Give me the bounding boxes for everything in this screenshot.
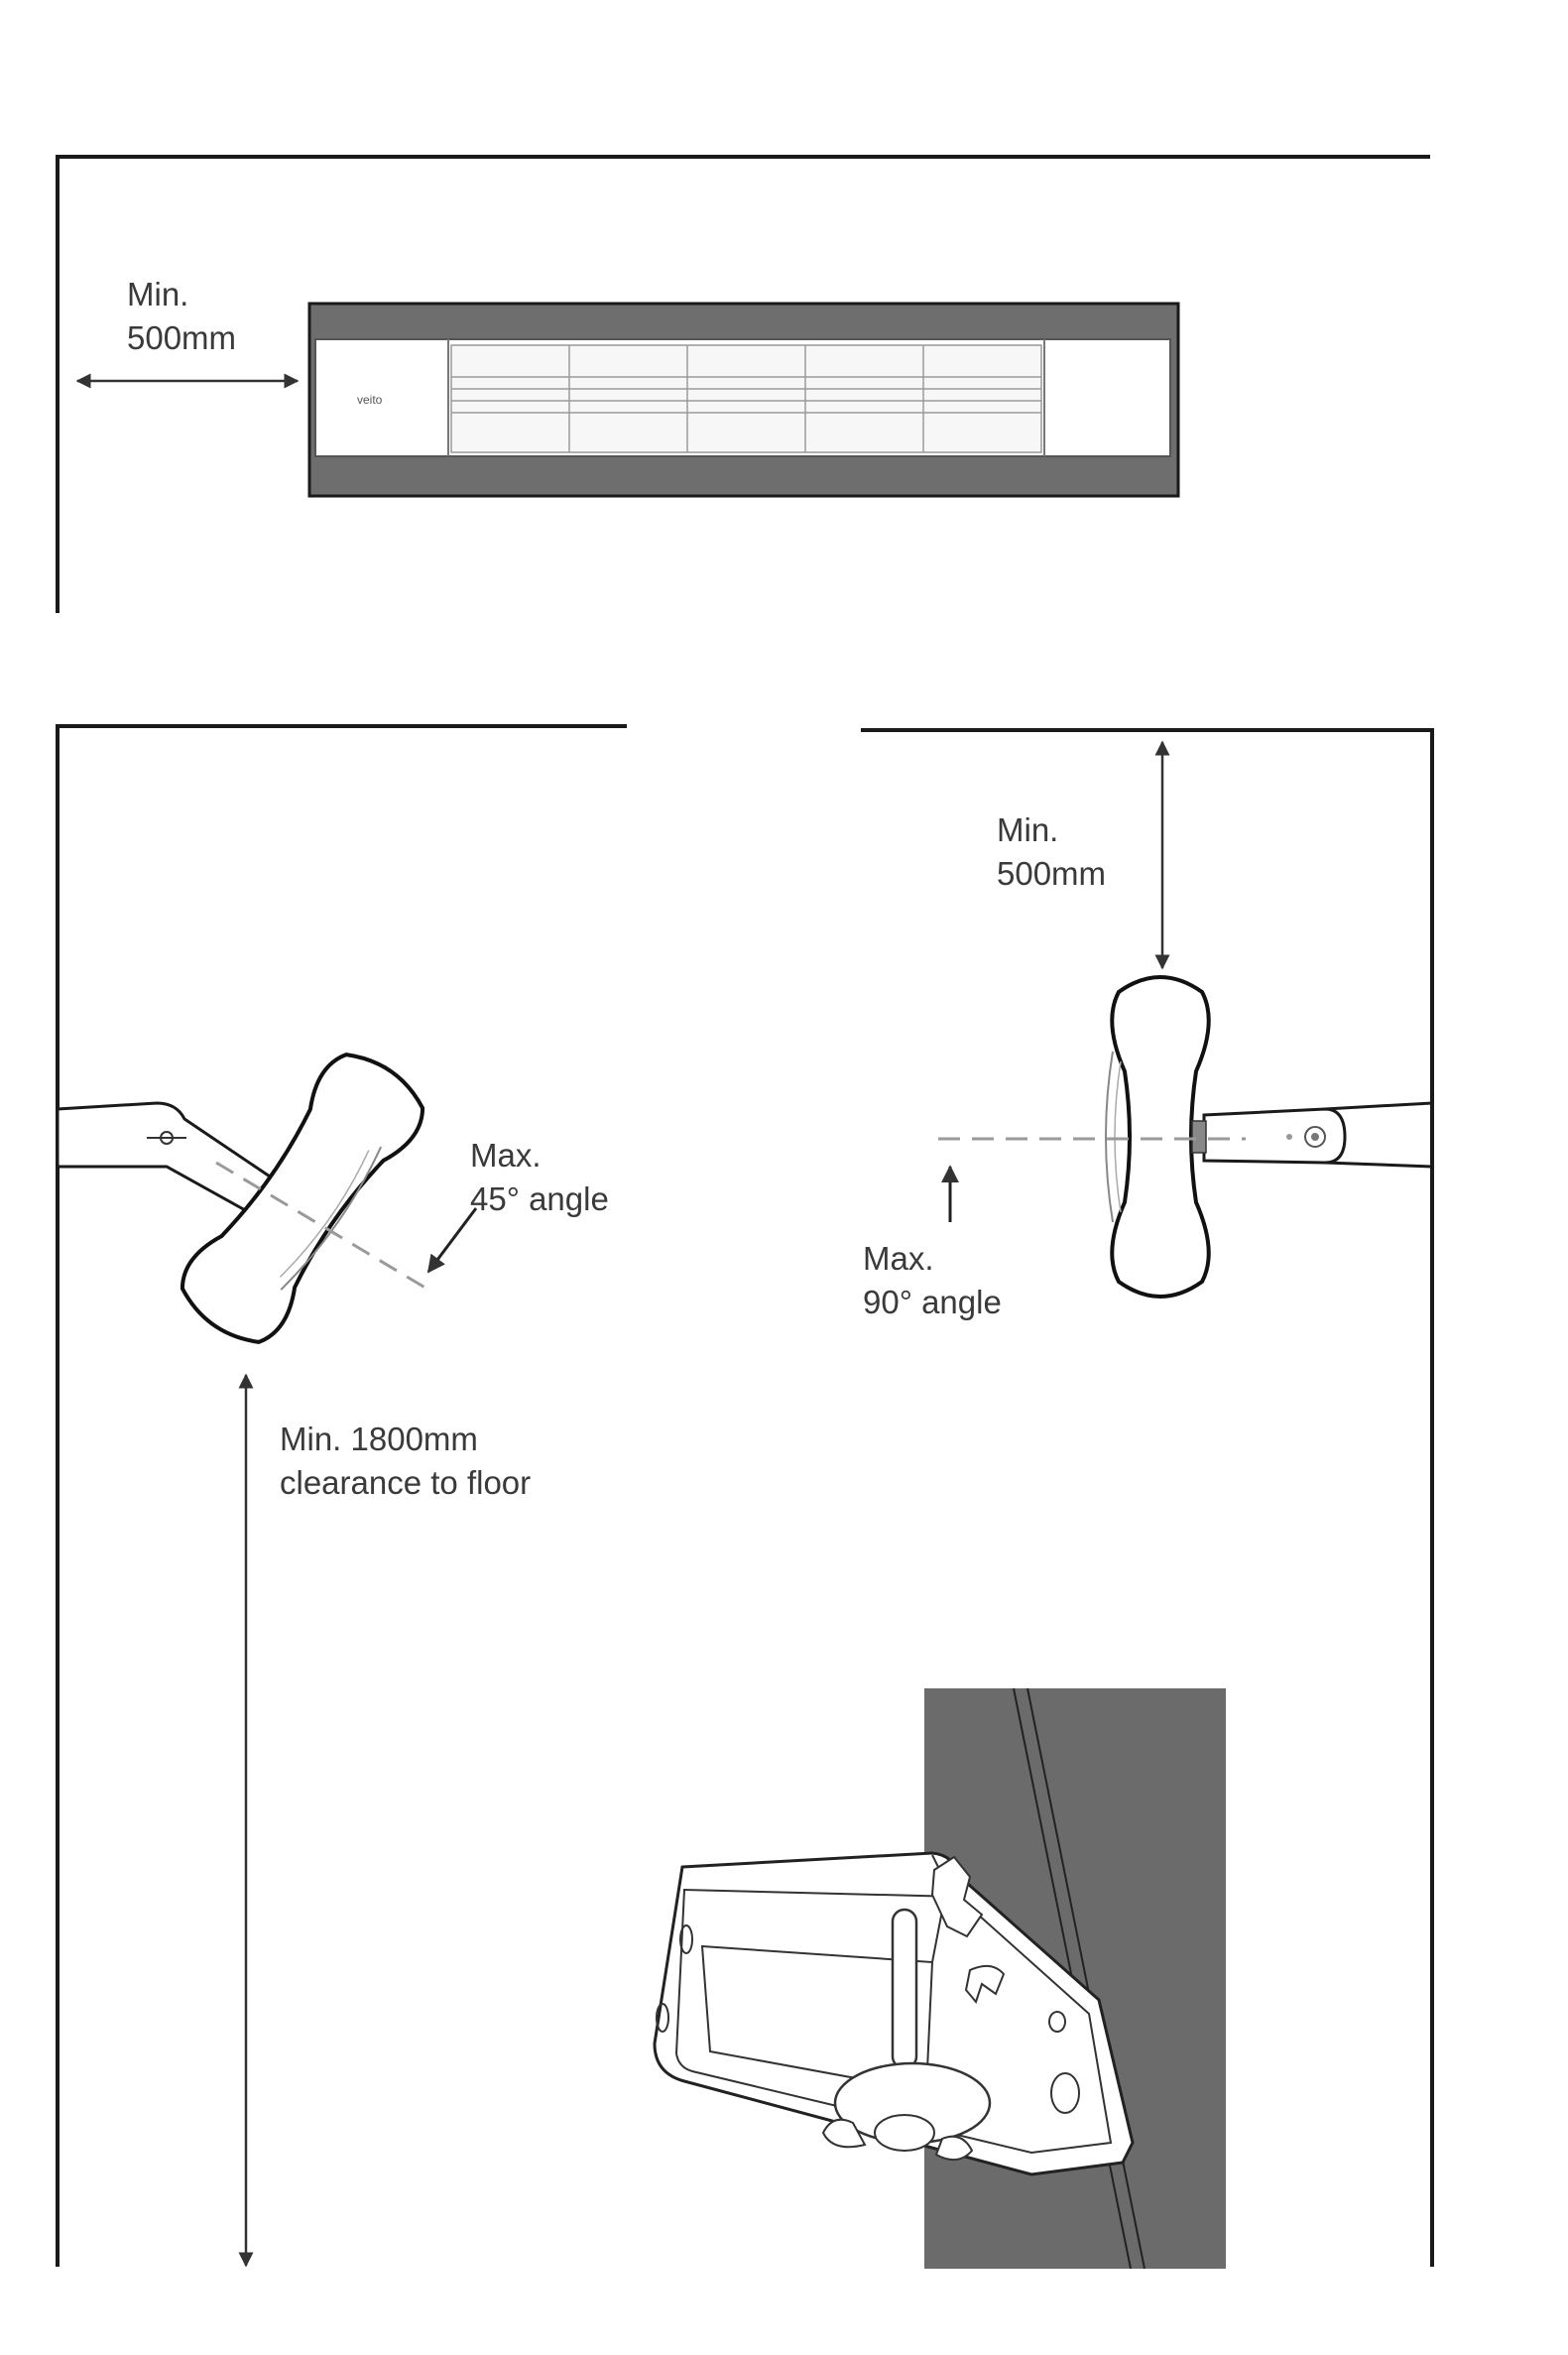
heater-45-degree xyxy=(56,1053,478,1344)
side-view: Min. 500mm Max. 45° angle xyxy=(56,724,1434,2270)
wall-bracket-left xyxy=(56,1101,278,1219)
floor-clearance-label-line1: Min. 1800mm xyxy=(280,1421,478,1457)
heater-body-90 xyxy=(1110,975,1211,1299)
ceiling-clearance-label-line2: 500mm xyxy=(997,855,1106,892)
heater-body-45 xyxy=(180,1053,425,1344)
heater-grille xyxy=(450,344,1042,453)
heater-90-degree xyxy=(938,975,1433,1299)
wall-bracket-right xyxy=(1202,1107,1347,1165)
top-view: Min. 500mm veito xyxy=(56,155,1430,613)
bracket-detail xyxy=(653,1687,1226,2270)
brand-logo: veito xyxy=(357,393,383,407)
angle90-label-line1: Max. xyxy=(863,1240,934,1277)
angle90-label-line2: 90° angle xyxy=(863,1284,1002,1320)
side-clearance-label-line1: Min. xyxy=(127,276,188,312)
floor-clearance-label-line2: clearance to floor xyxy=(280,1464,531,1501)
angle45-label-line2: 45° angle xyxy=(470,1180,609,1217)
dashed-axis-45 xyxy=(215,1161,429,1292)
angle45-label-line1: Max. xyxy=(470,1137,542,1174)
side-clearance-label-line2: 500mm xyxy=(127,319,236,356)
heater-top-view: veito xyxy=(307,302,1180,498)
ceiling-clearance-label-line1: Min. xyxy=(997,811,1058,848)
angle45-arrow xyxy=(426,1207,478,1274)
